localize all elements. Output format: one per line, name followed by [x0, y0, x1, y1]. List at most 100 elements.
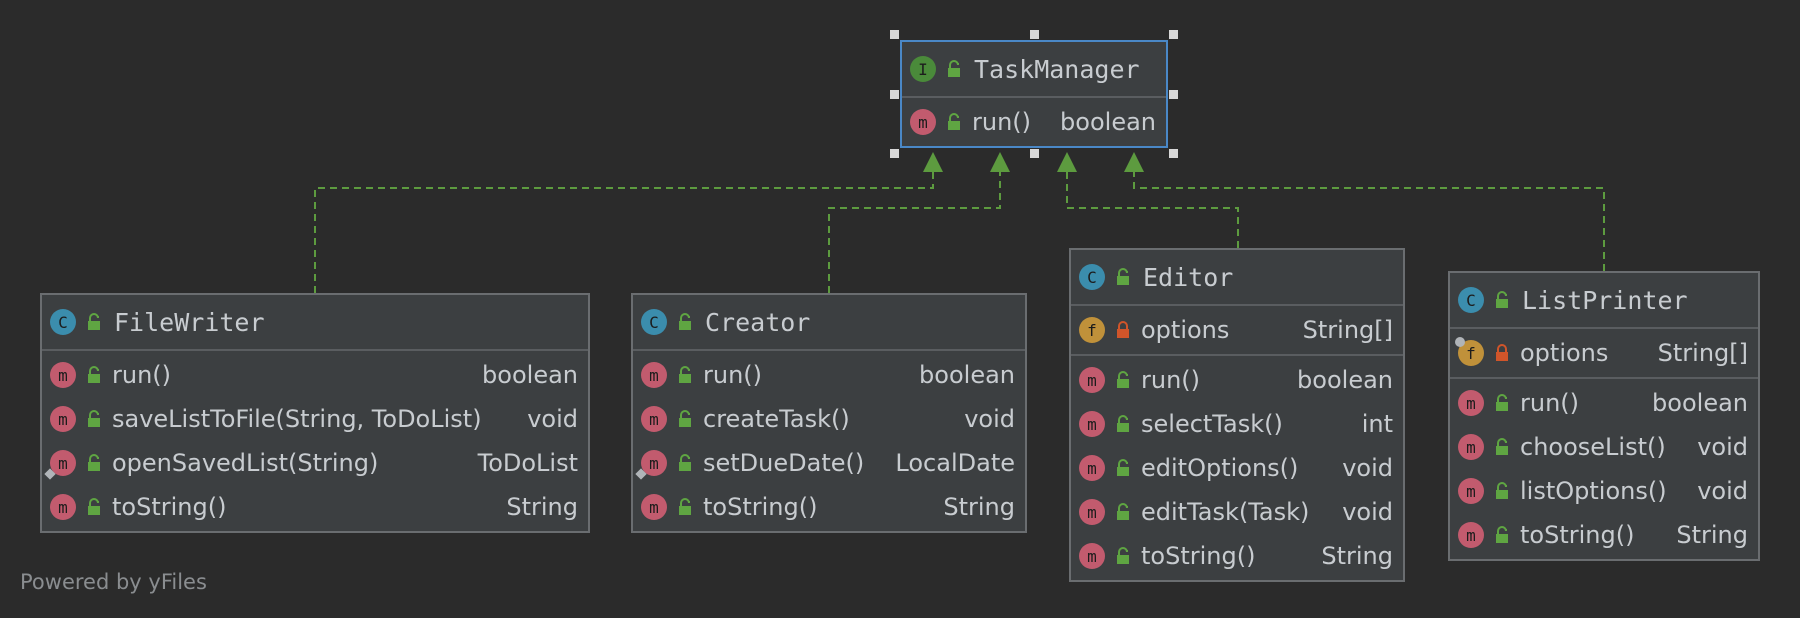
public-visibility-icon — [948, 60, 960, 77]
member-name: run() — [1141, 366, 1201, 394]
public-visibility-icon — [679, 410, 691, 427]
public-visibility-icon — [679, 498, 691, 515]
member-type: boolean — [1652, 389, 1748, 417]
public-visibility-icon — [88, 410, 100, 427]
resize-handle[interactable] — [890, 90, 899, 99]
powered-by-label: Powered by yFiles — [20, 570, 207, 594]
public-visibility-icon — [88, 366, 100, 383]
method-icon: m — [910, 109, 936, 135]
public-visibility-icon — [1496, 438, 1508, 455]
public-visibility-icon — [1117, 371, 1129, 388]
implements-edge-creator[interactable] — [828, 172, 1001, 293]
member-name: createTask() — [703, 405, 850, 433]
member-type: void — [1342, 454, 1393, 482]
method-icon: m — [1079, 455, 1105, 481]
member-type: void — [1697, 477, 1748, 505]
method-icon: m — [50, 494, 76, 520]
member-name: run() — [1520, 389, 1580, 417]
resize-handle[interactable] — [1169, 149, 1178, 158]
method-row[interactable]: m editOptions() void — [1071, 446, 1403, 490]
public-visibility-icon — [88, 313, 100, 330]
class-icon: C — [641, 309, 667, 335]
member-name: selectTask() — [1141, 410, 1283, 438]
resize-handle[interactable] — [1030, 30, 1039, 39]
resize-handle[interactable] — [1169, 30, 1178, 39]
method-row[interactable]: m editTask(Task) void — [1071, 490, 1403, 534]
member-type: boolean — [482, 361, 578, 389]
method-icon: m — [1079, 499, 1105, 525]
member-type: String — [1321, 542, 1393, 570]
implements-arrowhead — [1057, 152, 1077, 172]
public-visibility-icon — [1496, 291, 1508, 308]
class-name: FileWriter — [114, 307, 265, 337]
implements-edge-filewriter[interactable] — [314, 172, 934, 293]
public-visibility-icon — [1496, 482, 1508, 499]
member-name: setDueDate() — [703, 449, 865, 477]
public-visibility-icon — [1117, 547, 1129, 564]
member-name: editTask(Task) — [1141, 498, 1310, 526]
resize-handle[interactable] — [1030, 149, 1039, 158]
method-icon: m — [635, 450, 667, 480]
field-icon: f — [1455, 337, 1484, 366]
member-name: editOptions() — [1141, 454, 1299, 482]
member-name: options — [1520, 339, 1609, 367]
implements-arrowhead — [1124, 152, 1144, 172]
member-name: saveListToFile(String, ToDoList) — [112, 405, 482, 433]
public-visibility-icon — [88, 498, 100, 515]
member-name: toString() — [1520, 521, 1635, 549]
field-icon: f — [1079, 317, 1105, 343]
member-type: LocalDate — [895, 449, 1015, 477]
resize-handle[interactable] — [890, 30, 899, 39]
method-icon: m — [50, 406, 76, 432]
implements-edge-listprinter[interactable] — [1133, 172, 1605, 271]
implements-edge-editor[interactable] — [1066, 172, 1239, 248]
method-row[interactable]: m setDueDate() LocalDate — [633, 441, 1025, 485]
method-icon: m — [641, 494, 667, 520]
method-icon: m — [1458, 434, 1484, 460]
resize-handle[interactable] — [1169, 90, 1178, 99]
resize-handle[interactable] — [890, 149, 899, 158]
class-icon: C — [50, 309, 76, 335]
member-type: void — [1342, 498, 1393, 526]
public-visibility-icon — [1117, 415, 1129, 432]
member-type: void — [964, 405, 1015, 433]
member-type: int — [1361, 410, 1393, 438]
method-icon: m — [1079, 543, 1105, 569]
class-name: ListPrinter — [1522, 285, 1688, 315]
public-visibility-icon — [948, 113, 960, 130]
member-name: openSavedList(String) — [112, 449, 379, 477]
public-visibility-icon — [1117, 503, 1129, 520]
